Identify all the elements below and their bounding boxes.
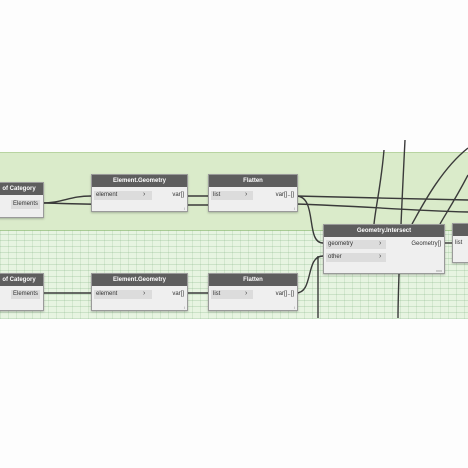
output-port-var[interactable]: var[] <box>172 192 184 198</box>
all-elements-of-category-node-top[interactable]: of Category Elements <box>0 182 44 218</box>
node-title: Element.Geometry <box>92 175 187 187</box>
chevron-right-icon[interactable]: › <box>379 253 382 260</box>
wire-from-above-3 <box>411 147 468 225</box>
wire-flatten-top-to-right-a <box>295 195 468 201</box>
output-port-elements[interactable]: Elements <box>10 290 40 299</box>
input-port-list[interactable]: list <box>211 290 253 299</box>
element-geometry-node-top[interactable]: Element.Geometry element › var[] l <box>91 174 188 212</box>
lacing-indicator: xxx <box>436 268 442 273</box>
output-port-var[interactable]: var[] <box>172 291 184 297</box>
all-elements-of-category-node-bottom[interactable]: of Category Elements <box>0 273 44 311</box>
geometry-intersect-node[interactable]: Geometry.Intersect geometry › Geometry[]… <box>323 224 445 274</box>
wire-flatten-bottom-to-intersect-other <box>295 255 324 294</box>
output-port-var-nested[interactable]: var[]..[] <box>275 291 294 297</box>
chevron-right-icon[interactable]: › <box>245 290 248 297</box>
lacing-indicator: l <box>184 206 185 211</box>
wire-flatten-top-to-right-b <box>295 203 468 213</box>
node-title: of Category <box>0 274 43 286</box>
chevron-right-icon[interactable]: › <box>245 191 248 198</box>
flatten-node-bottom[interactable]: Flatten list › var[]..[] l <box>208 273 298 311</box>
wire-category-to-element-geometry-top <box>41 195 92 204</box>
output-port-elements[interactable]: Elements <box>10 200 40 209</box>
wire-from-above-4 <box>439 174 468 225</box>
chevron-right-icon[interactable]: › <box>143 191 146 198</box>
node-title: Element.Geometry <box>92 274 187 286</box>
node-title: Flatten <box>209 274 297 286</box>
element-geometry-node-bottom[interactable]: Element.Geometry element › var[] l <box>91 273 188 311</box>
output-port-var-nested[interactable]: var[]..[] <box>275 192 294 198</box>
chevron-right-icon[interactable]: › <box>143 290 146 297</box>
chevron-right-icon[interactable]: › <box>379 240 382 247</box>
wire-from-above-1 <box>373 149 385 225</box>
output-port-geometry-list[interactable]: Geometry[] <box>411 241 441 247</box>
lacing-indicator: l <box>184 305 185 310</box>
input-port-element[interactable]: element <box>94 290 152 299</box>
input-port-list[interactable]: list <box>211 191 253 200</box>
input-port-other[interactable]: other <box>326 253 386 262</box>
node-title: Flatten <box>209 175 297 187</box>
input-port-list[interactable]: list <box>455 240 463 246</box>
flatten-node-top[interactable]: Flatten list › var[]..[] l <box>208 174 298 212</box>
lacing-indicator: l <box>294 206 295 211</box>
lacing-indicator: l <box>294 305 295 310</box>
node-title: of Category <box>0 183 43 195</box>
partial-node-right[interactable]: list <box>452 223 468 263</box>
wire-flatten-top-to-intersect-geometry <box>295 195 324 244</box>
input-port-geometry[interactable]: geometry <box>326 240 386 249</box>
input-port-element[interactable]: element <box>94 191 152 200</box>
node-title: Geometry.Intersect <box>324 225 444 237</box>
node-title <box>453 224 468 236</box>
